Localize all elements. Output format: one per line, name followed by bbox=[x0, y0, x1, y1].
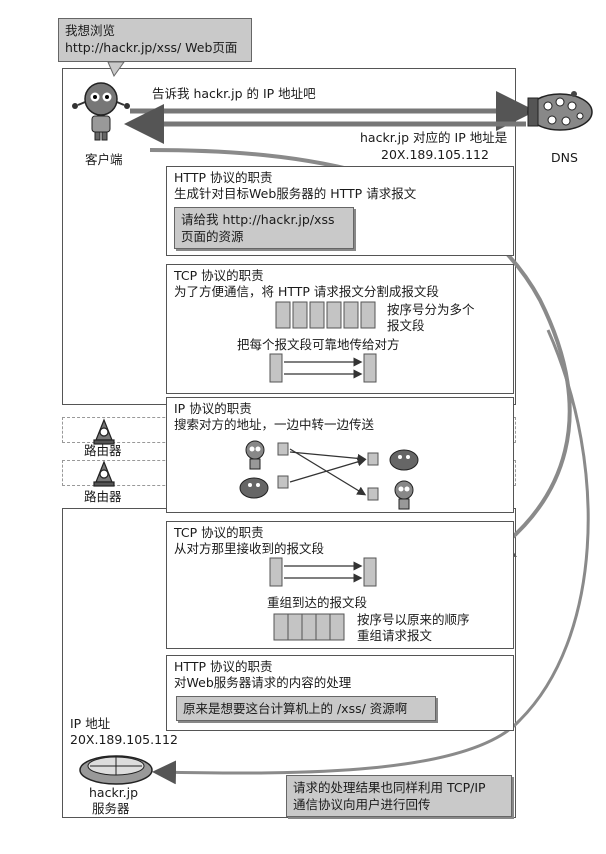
tcp-send-panel: TCP 协议的职责 为了方便通信，将 HTTP 请求报文分割成报文段 按序号分为… bbox=[166, 264, 514, 394]
http-resource-box: 原来是想要这台计算机上的 /xss/ 资源啊 bbox=[176, 696, 436, 721]
tcp-send-note2: 把每个报文段可靠地传给对方 bbox=[237, 337, 400, 352]
http-send-title: HTTP 协议的职责 bbox=[174, 170, 273, 185]
tcp-send-note-line1: 按序号分为多个 bbox=[387, 302, 475, 317]
http-send-desc: 生成针对目标Web服务器的 HTTP 请求报文 bbox=[174, 186, 417, 201]
ip-panel: IP 协议的职责 搜索对方的地址，一边中转一边传送 bbox=[166, 397, 514, 513]
http-recv-title: HTTP 协议的职责 bbox=[174, 659, 273, 674]
client-label: 客户端 bbox=[85, 152, 123, 167]
ip-desc: 搜索对方的地址，一边中转一边传送 bbox=[174, 417, 375, 432]
http-resource-text: 原来是想要这台计算机上的 /xss/ 资源啊 bbox=[183, 701, 408, 716]
bubble-line1: 我想浏览 bbox=[65, 23, 116, 38]
dns-request-text: 告诉我 hackr.jp 的 IP 地址吧 bbox=[152, 86, 316, 101]
server-name-line1: hackr.jp bbox=[89, 785, 139, 800]
server-ip-label: IP 地址 bbox=[70, 716, 111, 731]
request-bubble: 我想浏览 http://hackr.jp/xss/ Web页面 bbox=[58, 18, 252, 62]
return-curve bbox=[152, 329, 590, 785]
router-label-1: 路由器 bbox=[84, 443, 122, 458]
router-label-2: 路由器 bbox=[84, 489, 122, 504]
http-request-line1: 请给我 http://hackr.jp/xss bbox=[181, 212, 335, 227]
http-request-box: 请给我 http://hackr.jp/xss 页面的资源 bbox=[174, 207, 354, 249]
http-recv-panel: HTTP 协议的职责 对Web服务器请求的内容的处理 原来是想要这台计算机上的 … bbox=[166, 655, 514, 731]
server-name-line2: 服务器 bbox=[92, 801, 130, 816]
tcp-recv-note2-line2: 重组请求报文 bbox=[357, 628, 433, 643]
ip-title: IP 协议的职责 bbox=[174, 401, 252, 416]
dns-reply-line2: 20X.189.105.112 bbox=[381, 147, 489, 162]
result-line2: 通信协议向用户进行回传 bbox=[293, 797, 431, 812]
tcp-send-desc: 为了方便通信，将 HTTP 请求报文分割成报文段 bbox=[174, 284, 439, 299]
http-send-panel: HTTP 协议的职责 生成针对目标Web服务器的 HTTP 请求报文 请给我 h… bbox=[166, 166, 514, 256]
result-line1: 请求的处理结果也同样利用 TCP/IP bbox=[293, 780, 486, 795]
tcp-recv-note2-line1: 按序号以原来的顺序 bbox=[357, 612, 470, 627]
dns-reply-line1: hackr.jp 对应的 IP 地址是 bbox=[360, 130, 508, 145]
http-request-line2: 页面的资源 bbox=[181, 229, 244, 244]
tcp-recv-note: 重组到达的报文段 bbox=[267, 595, 368, 610]
result-box: 请求的处理结果也同样利用 TCP/IP 通信协议向用户进行回传 bbox=[286, 775, 512, 817]
server-ip: 20X.189.105.112 bbox=[70, 732, 178, 747]
tcp-send-note-line2: 报文段 bbox=[387, 318, 425, 333]
tcp-send-title: TCP 协议的职责 bbox=[174, 268, 264, 283]
tcp-recv-desc: 从对方那里接收到的报文段 bbox=[174, 541, 325, 556]
http-recv-desc: 对Web服务器请求的内容的处理 bbox=[174, 675, 352, 690]
route-curve bbox=[149, 148, 572, 550]
dns-label: DNS bbox=[551, 150, 578, 165]
tcp-recv-title: TCP 协议的职责 bbox=[174, 525, 264, 540]
bubble-line2: http://hackr.jp/xss/ Web页面 bbox=[65, 40, 238, 55]
